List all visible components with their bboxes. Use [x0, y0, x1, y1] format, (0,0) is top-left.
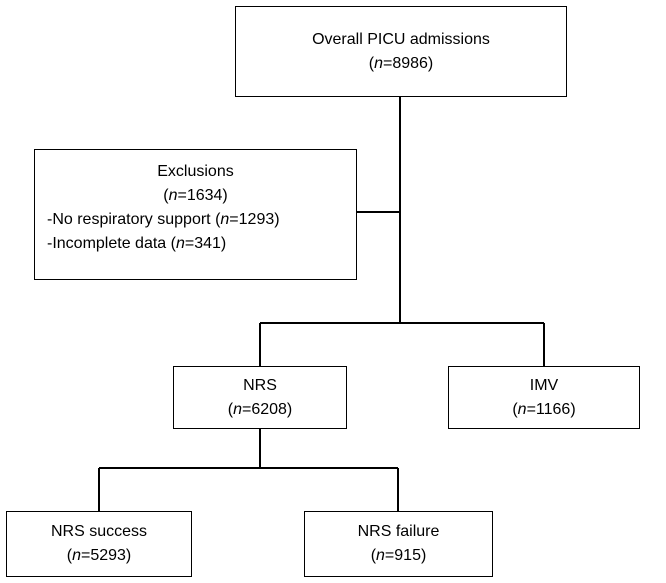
exclusions-count: (n=1634): [163, 187, 228, 204]
exclusion-item-incomplete-data: -Incomplete data (n=341): [47, 235, 227, 252]
exclusion-item-no-respiratory-support: -No respiratory support (n=1293): [47, 211, 280, 228]
imv-count: (n=1166): [512, 400, 576, 418]
exclusions-box: Exclusions (n=1634) -No respiratory supp…: [34, 149, 357, 280]
imv-title: IMV: [529, 376, 559, 394]
nrs-box: NRS (n=6208): [173, 366, 347, 429]
nrs-failure-box: NRS failure (n=915): [304, 511, 493, 577]
overall-admissions-title: Overall PICU admissions: [312, 30, 490, 48]
nrs-title: NRS: [243, 376, 277, 394]
nrs-failure-count: (n=915): [370, 547, 427, 564]
nrs-success-box: NRS success (n=5293): [6, 511, 192, 577]
exclusions-title: Exclusions: [157, 163, 234, 180]
overall-admissions-count: (n=8986): [368, 54, 434, 72]
nrs-failure-title: NRS failure: [357, 523, 440, 540]
nrs-count: (n=6208): [227, 400, 293, 418]
overall-admissions-box: Overall PICU admissions (n=8986): [235, 6, 567, 97]
imv-box: IMV (n=1166): [448, 366, 640, 429]
nrs-success-title: NRS success: [50, 523, 148, 540]
nrs-success-count: (n=5293): [66, 547, 132, 564]
